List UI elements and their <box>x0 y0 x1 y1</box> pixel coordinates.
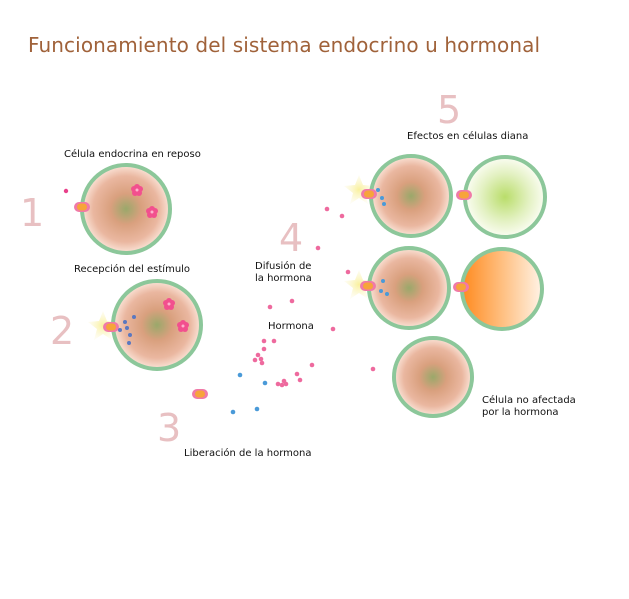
signal-dots <box>376 188 386 206</box>
label-diffusion-line2: la hormona <box>255 273 312 284</box>
receptor-icon <box>74 202 90 212</box>
receptor-icon <box>103 322 119 332</box>
label-resting-cell: Célula endocrina en reposo <box>64 149 201 160</box>
receptor-icon <box>361 189 377 199</box>
label-unaffected-line1: Célula no afectada <box>482 395 576 406</box>
step-number-4: 4 <box>279 216 304 260</box>
label-hormone: Hormona <box>268 321 314 332</box>
label-unaffected-line2: por la hormona <box>482 407 559 418</box>
target-cell-2 <box>367 246 451 330</box>
receptor-icon <box>192 389 208 399</box>
step-number-2: 2 <box>50 309 75 353</box>
label-hormone-release: Liberación de la hormona <box>184 448 312 459</box>
diagram-title: Funcionamiento del sistema endocrino u h… <box>28 33 541 57</box>
label-diffusion-line1: Difusión de <box>255 261 312 272</box>
stimulated-endocrine-cell <box>111 279 203 371</box>
signal-dots <box>379 279 389 296</box>
signal-dots-released <box>230 372 268 415</box>
step-number-3: 3 <box>157 406 182 450</box>
step-number-5: 5 <box>437 88 462 132</box>
receptor-icon <box>456 190 472 200</box>
hormone-dot <box>63 188 69 194</box>
receptor-icon <box>360 281 376 291</box>
label-target-effects: Efectos en células diana <box>407 131 529 142</box>
activated-target-cell-orange <box>460 247 544 331</box>
activated-target-cell-green <box>463 155 547 239</box>
signal-dots <box>118 315 136 345</box>
hormone-dots <box>252 206 376 388</box>
unaffected-cell <box>392 336 474 418</box>
resting-endocrine-cell <box>80 163 172 255</box>
label-stimulus-reception: Recepción del estímulo <box>74 264 191 275</box>
step-number-1: 1 <box>20 191 45 235</box>
target-cell-1 <box>369 154 453 238</box>
receptor-icon <box>453 282 469 292</box>
